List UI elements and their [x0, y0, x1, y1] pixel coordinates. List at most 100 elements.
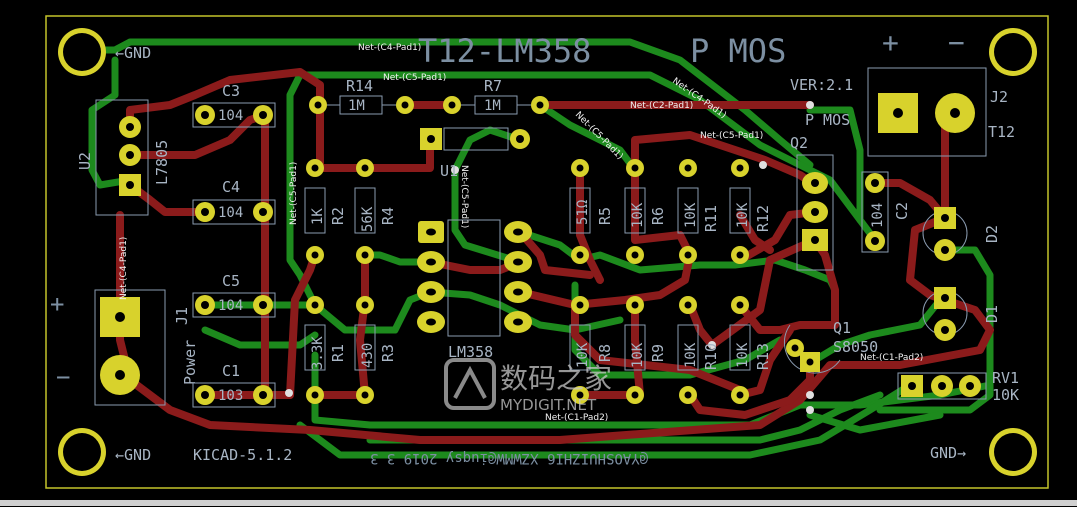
version-label: VER:2.1 — [790, 76, 853, 94]
j2-ref: J2 — [990, 88, 1008, 106]
r7-ref: R7 — [484, 77, 502, 95]
trimmer-rv1[interactable] — [897, 372, 987, 400]
resistor-r9[interactable] — [624, 296, 646, 404]
r12-ref: R12 — [754, 205, 772, 232]
j1-pads[interactable] — [100, 297, 140, 395]
u1-part[interactable] — [420, 127, 530, 151]
mounting-hole-3[interactable]: 3 — [989, 428, 1037, 476]
resistor-r6[interactable] — [624, 159, 646, 264]
mounting-hole-2[interactable]: 2 — [989, 28, 1037, 76]
r9-value: 10K — [630, 342, 646, 368]
j1-outline — [94, 289, 166, 406]
j1-ref: J1 — [173, 307, 191, 325]
top-copper-layer — [116, 68, 994, 444]
q2-type-label: P MOS — [805, 111, 850, 129]
r5-ref: R5 — [596, 207, 614, 225]
resistor-r13[interactable] — [729, 296, 751, 404]
mosfet-q2[interactable] — [796, 154, 834, 271]
net-c4-pad1-top: Net-(C4-Pad1) — [358, 43, 421, 53]
cap-c3[interactable] — [192, 102, 276, 128]
power-label: Power — [181, 340, 199, 385]
resistor-r4[interactable] — [354, 159, 376, 264]
mounting-hole-1[interactable]: 1 — [58, 28, 106, 76]
c1-value: 103 — [218, 388, 243, 404]
d2-ref: D2 — [983, 225, 1001, 243]
cap-c1[interactable] — [192, 382, 276, 408]
hole-4-gnd-label: ←GND — [115, 446, 151, 464]
r11-ref: R11 — [702, 205, 720, 232]
r13-value: 10K — [735, 342, 751, 368]
resistor-r14[interactable] — [309, 95, 414, 115]
ic-lm358[interactable] — [417, 219, 532, 337]
net-c5-pad1-top: Net-(C5-Pad1) — [383, 73, 446, 83]
resistor-r7[interactable] — [443, 95, 549, 115]
u1-ref: U1 — [440, 162, 458, 180]
cap-c2[interactable] — [861, 171, 889, 253]
r6-ref: R6 — [649, 207, 667, 225]
lm358-label: LM358 — [448, 343, 493, 361]
j2-minus-mark: − — [948, 26, 965, 59]
c3-value: 104 — [218, 108, 243, 124]
resistor-r2[interactable] — [304, 159, 326, 264]
hole-1-number: 1 — [69, 31, 95, 75]
j2-plus-mark: + — [882, 26, 899, 59]
mounting-hole-4[interactable]: 4 — [58, 428, 106, 476]
cap-c5[interactable] — [192, 292, 276, 318]
c2-ref: C2 — [893, 202, 911, 220]
net-c2-pad1: Net-(C2-Pad1) — [630, 101, 693, 111]
led-d1[interactable] — [922, 287, 968, 341]
c2-value: 104 — [870, 203, 886, 228]
hole-1-gnd-label: ←GND — [115, 44, 151, 62]
t12-label: T12 — [988, 123, 1015, 141]
resistor-r3[interactable] — [354, 296, 376, 404]
kicad-version-label: KICAD-5.1.2 — [193, 446, 292, 464]
r3-value: 430 — [360, 343, 376, 368]
r5-value: 51Ω — [575, 200, 591, 225]
r14-value: 1M — [348, 98, 365, 114]
bottom-copper-layer — [78, 38, 994, 459]
hole-3-gnd-label: GND→ — [930, 444, 966, 462]
back-silkscreen-text: @YAOSHUIZHI6 XZWMW@iuqsy 2019 3 3 — [370, 450, 648, 466]
net-c5-pad1-diag: Net-(C5-Pad1) — [573, 110, 625, 162]
hole-2-number: 2 — [1000, 31, 1026, 75]
connector-j2[interactable] — [867, 67, 987, 157]
l7805-label: L7805 — [153, 140, 171, 185]
rv1-ref: RV1 — [992, 369, 1019, 387]
c4-value: 104 — [218, 205, 243, 221]
board-mos-type: P MOS — [690, 32, 786, 70]
led-d2[interactable] — [922, 207, 968, 261]
resistor-r5[interactable] — [569, 159, 591, 264]
c5-ref: C5 — [222, 272, 240, 290]
r2-ref: R2 — [329, 207, 347, 225]
resistor-r11[interactable] — [677, 159, 699, 264]
net-c1-pad2-right: Net-(C1-Pad2) — [860, 353, 923, 363]
q1-ref: Q1 — [833, 319, 851, 337]
watermark: 数码之家 MYDIGIT.NET — [444, 358, 612, 414]
r11-value: 10K — [683, 202, 699, 228]
r1-value: 3.3K — [310, 336, 326, 370]
r9-ref: R9 — [649, 344, 667, 362]
c1-ref: C1 — [222, 362, 240, 380]
net-c5-pad1-ic: Net-(C5-Pad1) — [459, 165, 469, 228]
hole-4-number: 4 — [69, 431, 95, 475]
c3-ref: C3 — [222, 82, 240, 100]
transistor-q1[interactable] — [783, 324, 841, 374]
cap-c4[interactable] — [192, 199, 276, 225]
r1-ref: R1 — [329, 344, 347, 362]
resistor-r10[interactable] — [677, 296, 699, 404]
r10-ref: R10 — [702, 343, 720, 370]
resistor-r8[interactable] — [569, 296, 591, 404]
resistor-r1[interactable] — [304, 296, 326, 404]
resistor-r12[interactable] — [729, 159, 751, 264]
r2-value: 1K — [310, 208, 326, 225]
r4-ref: R4 — [379, 207, 397, 225]
net-c1-pad2-bottom: Net-(C1-Pad2) — [545, 413, 608, 423]
r14-ref: R14 — [346, 77, 373, 95]
u2-pads[interactable] — [119, 116, 141, 196]
r12-value: 10K — [735, 202, 751, 228]
q1-value: S8050 — [833, 338, 878, 356]
j1-plus-mark: + — [50, 290, 64, 318]
c5-value: 104 — [218, 298, 243, 314]
r10-value: 10K — [683, 342, 699, 368]
